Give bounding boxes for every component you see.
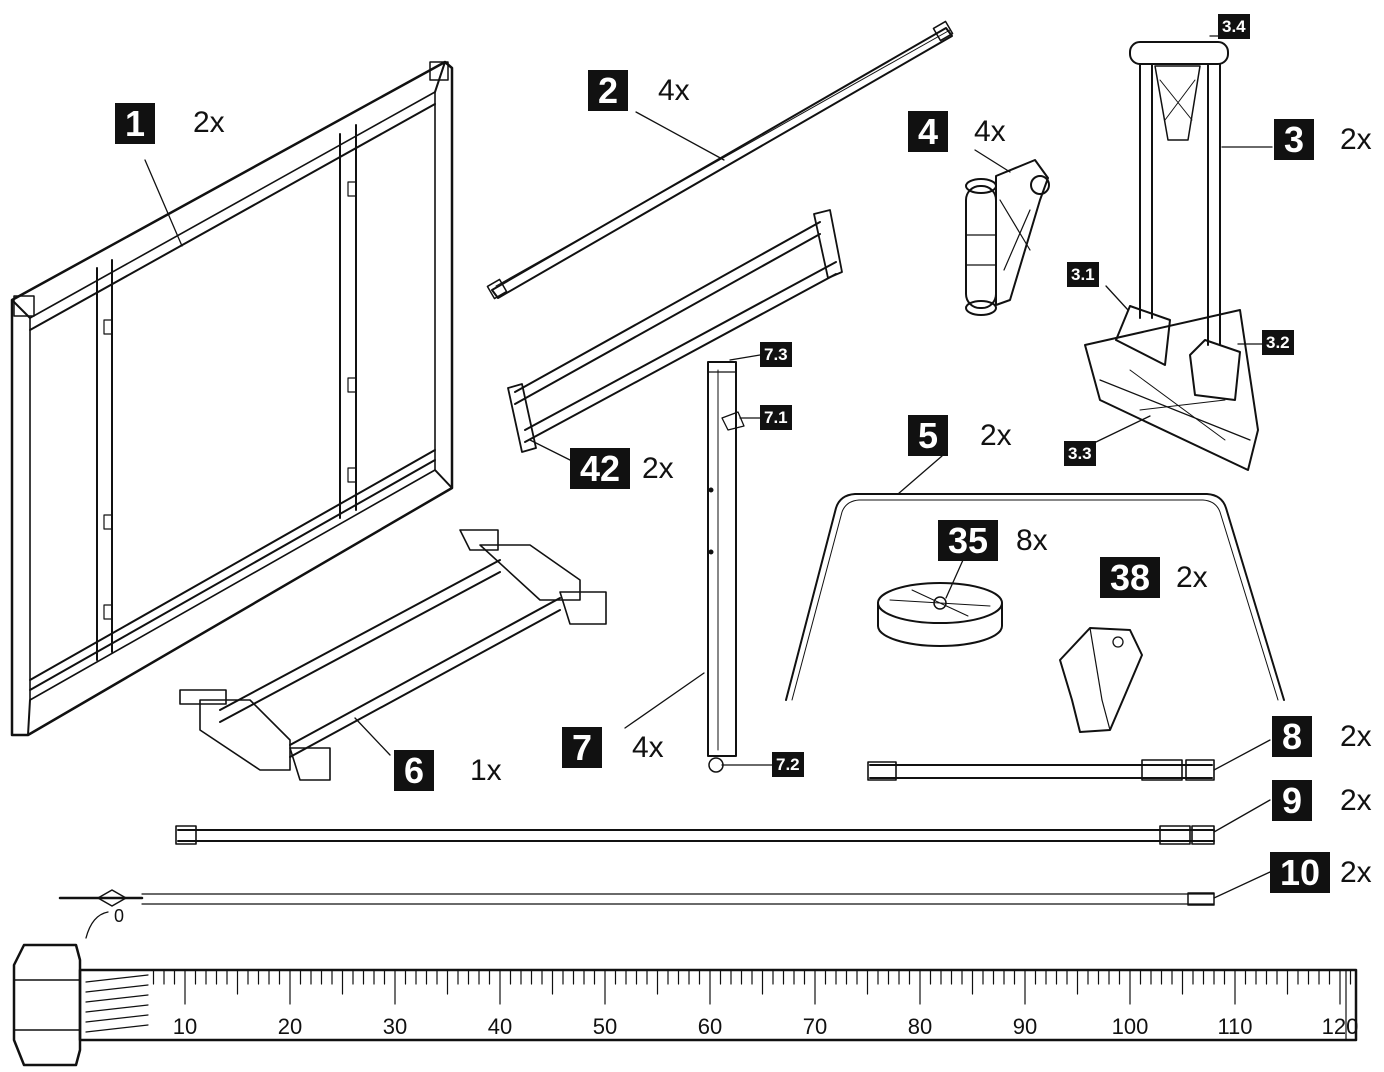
subpart-7-3-label: 7.3 xyxy=(760,342,792,367)
part-9-rod xyxy=(175,799,1271,845)
ruler-scale xyxy=(12,943,1358,1067)
subpart-7-2-label: 7.2 xyxy=(772,752,804,777)
part-4-bracket xyxy=(965,149,1050,316)
part-5-label: 5 xyxy=(908,415,949,456)
part-8-rod xyxy=(867,739,1271,781)
part-1-quantity: 2x xyxy=(193,106,225,139)
ruler-ticks xyxy=(152,969,1352,1005)
part-9-quantity: 2x xyxy=(1340,784,1372,817)
part-2-label: 2 xyxy=(588,70,629,111)
part-35-disc xyxy=(877,559,1003,647)
part-3-stand xyxy=(1084,35,1273,471)
part-2-tube xyxy=(486,20,954,300)
ruler-tick-label: 10 xyxy=(173,1014,197,1039)
part-42-quantity: 2x xyxy=(642,452,674,485)
part-5-quantity: 2x xyxy=(980,419,1012,452)
ruler-tick-label: 110 xyxy=(1217,1014,1252,1039)
part-8-quantity: 2x xyxy=(1340,720,1372,753)
part-9-label: 9 xyxy=(1272,780,1313,821)
ruler-zero-label: 0 xyxy=(114,906,124,926)
part-6-label: 6 xyxy=(394,750,435,791)
part-7-quantity: 4x xyxy=(632,731,664,764)
subpart-3-2-label: 3.2 xyxy=(1262,330,1294,355)
part-1-label: 1 xyxy=(115,103,156,144)
ruler-tick-label: 100 xyxy=(1112,1014,1149,1039)
ruler-tick-label: 80 xyxy=(908,1014,932,1039)
ruler-tick-label: 120 xyxy=(1322,1014,1359,1039)
part-4-label: 4 xyxy=(908,111,949,152)
part-42-label: 42 xyxy=(570,448,631,489)
part-42-frame xyxy=(507,209,843,463)
ruler-tick-label: 40 xyxy=(488,1014,512,1039)
ruler-tick-label: 70 xyxy=(803,1014,827,1039)
ruler-tick-label: 90 xyxy=(1013,1014,1037,1039)
part-7-label: 7 xyxy=(562,727,603,768)
part-3-label: 3 xyxy=(1274,119,1315,160)
ruler-tick-label: 30 xyxy=(383,1014,407,1039)
part-7-post xyxy=(624,354,773,773)
part-38-quantity: 2x xyxy=(1176,561,1208,594)
subpart-7-1-label: 7.1 xyxy=(760,405,792,430)
part-1-frame-panel xyxy=(10,60,454,737)
part-6-quantity: 1x xyxy=(470,754,502,787)
subpart-3-3-label: 3.3 xyxy=(1064,441,1096,466)
part-5-bent-rod xyxy=(785,455,1285,701)
ruler-tick-label: 20 xyxy=(278,1014,302,1039)
part-10-cable xyxy=(58,871,1271,939)
ruler-tick-label: 60 xyxy=(698,1014,722,1039)
part-10-label: 10 xyxy=(1270,852,1331,893)
part-35-label: 35 xyxy=(938,520,999,561)
part-2-quantity: 4x xyxy=(658,74,690,107)
ruler-tick-label: 50 xyxy=(593,1014,617,1039)
part-6-base-frame xyxy=(179,529,607,781)
ruler-tick-labels: 10 20 30 40 50 60 70 80 90 100 110 120 xyxy=(173,1014,1359,1039)
part-35-quantity: 8x xyxy=(1016,524,1048,557)
part-3-quantity: 2x xyxy=(1340,123,1372,156)
part-38-clamp xyxy=(1059,627,1143,733)
part-8-label: 8 xyxy=(1272,716,1313,757)
subpart-3-4-label: 3.4 xyxy=(1218,14,1250,39)
subpart-3-1-label: 3.1 xyxy=(1067,262,1099,287)
part-38-label: 38 xyxy=(1100,557,1161,598)
part-10-quantity: 2x xyxy=(1340,856,1372,889)
part-4-quantity: 4x xyxy=(974,115,1006,148)
